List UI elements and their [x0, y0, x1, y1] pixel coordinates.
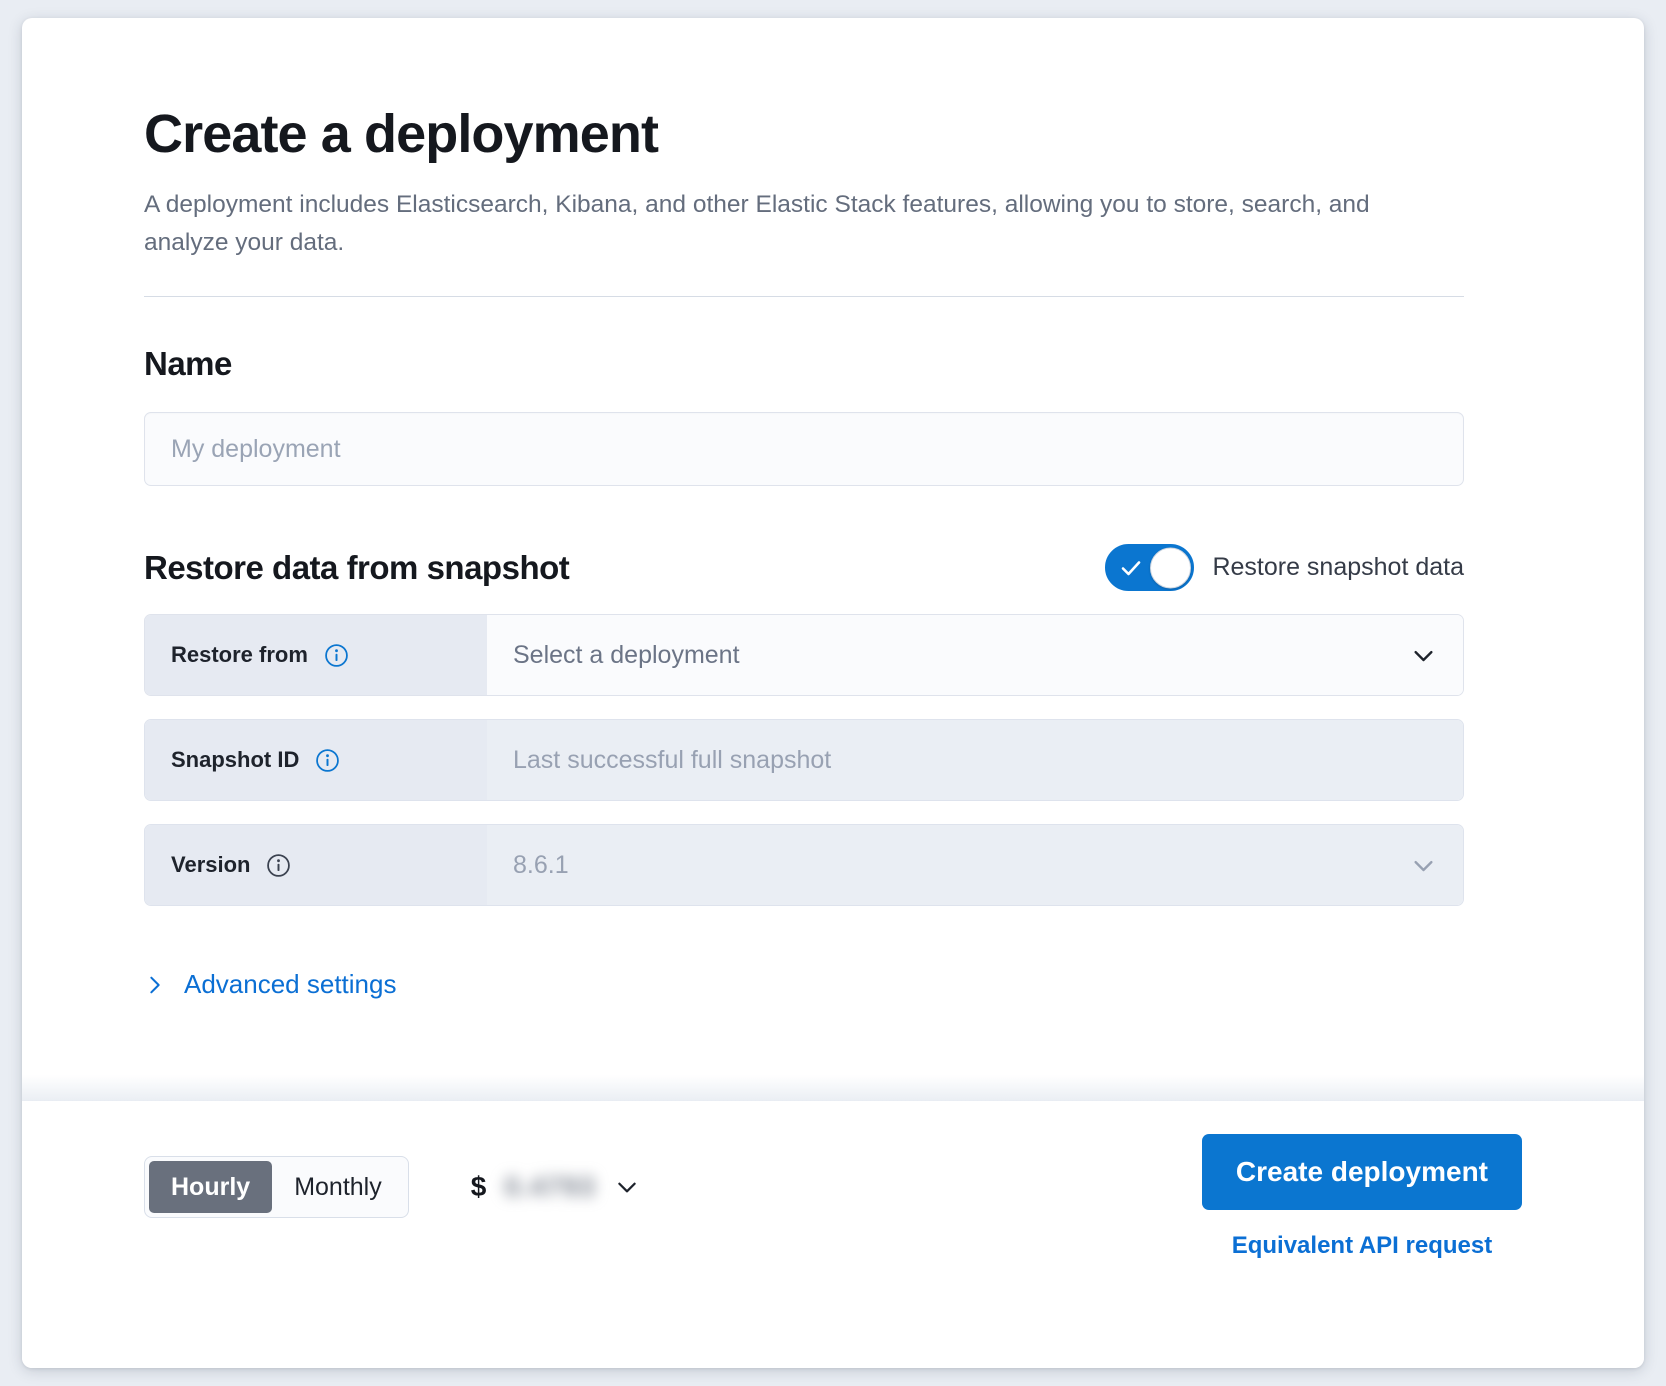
billing-option-hourly[interactable]: Hourly [149, 1161, 273, 1213]
restore-from-row[interactable]: Restore from Select a deployment [144, 614, 1464, 696]
bottom-action-bar: Hourly Monthly $ 0.4793 Create deploymen… [22, 1075, 1644, 1368]
chevron-right-icon [150, 976, 160, 993]
restore-snapshot-toggle-label: Restore snapshot data [1212, 553, 1464, 581]
version-label-cell: Version [145, 825, 487, 905]
info-circle-icon[interactable] [315, 748, 340, 773]
equivalent-api-request-link[interactable]: Equivalent API request [1231, 1232, 1493, 1259]
version-label: Version [171, 852, 251, 877]
deployment-name-input[interactable]: My deployment [144, 412, 1464, 486]
restore-snapshot-toggle-group[interactable]: Restore snapshot data [1105, 544, 1464, 591]
snapshot-id-input: Last successful full snapshot [487, 720, 1463, 800]
create-deployment-card: Create a deployment A deployment include… [22, 18, 1644, 1368]
version-row: Version 8.6.1 [144, 824, 1464, 906]
info-circle-icon[interactable] [266, 853, 291, 878]
restore-from-label: Restore from [171, 642, 308, 667]
bottom-bar-content: Hourly Monthly $ 0.4793 Create deploymen… [22, 1101, 1644, 1368]
snapshot-id-label: Snapshot ID [171, 747, 300, 772]
restore-from-label-cell: Restore from [145, 615, 487, 695]
content-column: Create a deployment A deployment include… [144, 104, 1464, 1003]
price-amount: 0.4793 [504, 1171, 596, 1202]
restore-section-header: Restore data from snapshot Restore snaps… [144, 544, 1464, 591]
advanced-settings-label: Advanced settings [184, 969, 397, 999]
snapshot-id-label-cell: Snapshot ID [145, 720, 487, 800]
version-value: 8.6.1 [513, 850, 569, 879]
card-body: Create a deployment A deployment include… [22, 18, 1644, 1003]
snapshot-id-row: Snapshot ID Last successful full snapsho… [144, 719, 1464, 801]
page-description: A deployment includes Elasticsearch, Kib… [144, 191, 1370, 256]
snapshot-id-placeholder: Last successful full snapshot [513, 745, 832, 774]
chevron-down-icon[interactable] [614, 1174, 640, 1200]
advanced-settings-toggle[interactable]: Advanced settings [144, 969, 396, 1000]
header-divider [144, 296, 1464, 297]
price-display[interactable]: $ 0.4793 [471, 1171, 640, 1203]
deployment-name-placeholder: My deployment [171, 434, 341, 463]
bottom-bar-shadow [22, 1075, 1644, 1101]
page-title: Create a deployment [144, 104, 659, 164]
check-icon [1122, 560, 1141, 575]
chevron-down-icon [1414, 860, 1433, 871]
chevron-down-icon[interactable] [1410, 642, 1437, 669]
name-section-title: Name [144, 345, 232, 382]
restore-section-title: Restore data from snapshot [144, 548, 570, 586]
create-deployment-button[interactable]: Create deployment [1201, 1134, 1522, 1210]
billing-option-monthly[interactable]: Monthly [294, 1172, 382, 1201]
restore-snapshot-toggle[interactable] [1105, 544, 1195, 591]
version-select: 8.6.1 [487, 825, 1463, 905]
toggle-knob [1150, 547, 1192, 588]
submit-controls: Create deployment Equivalent API request [1201, 1134, 1522, 1260]
restore-from-value: Select a deployment [513, 640, 740, 669]
restore-from-select[interactable]: Select a deployment [487, 615, 1463, 695]
info-circle-icon[interactable] [324, 643, 349, 668]
currency-symbol: $ [470, 1171, 487, 1202]
billing-period-toggle[interactable]: Hourly Monthly [144, 1156, 409, 1218]
pricing-controls: Hourly Monthly $ 0.4793 [144, 1156, 640, 1218]
